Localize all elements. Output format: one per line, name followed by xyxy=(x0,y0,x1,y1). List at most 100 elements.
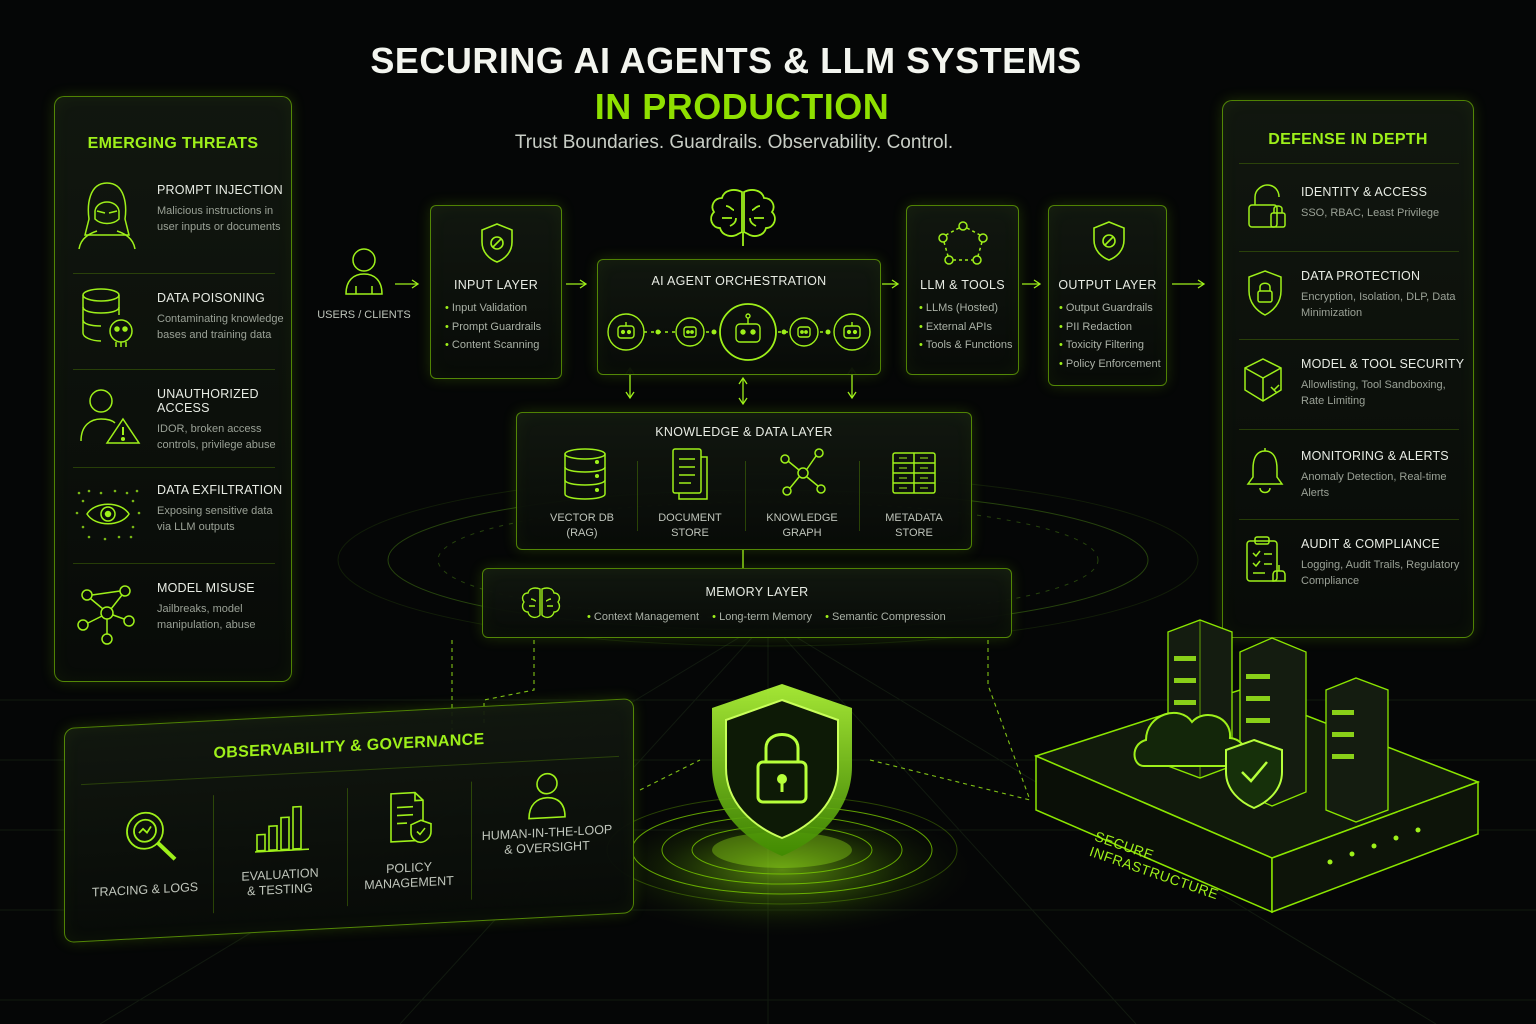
threat-name: DATA POISONING xyxy=(157,291,265,305)
threat-name: MODEL MISUSE xyxy=(157,581,255,595)
store-metadata: METADATA STORE xyxy=(859,447,969,547)
threat-description: IDOR, broken access controls, privilege … xyxy=(157,423,276,451)
network-graph-icon xyxy=(935,220,991,266)
defense-name: MODEL & TOOL SECURITY xyxy=(1301,357,1465,371)
store-label: VECTOR DB (RAG) xyxy=(550,512,614,539)
store-label: METADATA STORE xyxy=(885,512,943,539)
llm-tools-title: LLM & TOOLS xyxy=(920,278,1005,292)
bullet: Prompt Guardrails xyxy=(445,318,541,337)
defense-description: SSO, RBAC, Least Privilege xyxy=(1301,207,1440,219)
page-subtitle: Trust Boundaries. Guardrails. Observabil… xyxy=(514,132,954,153)
threat-description: Malicious instructions in user inputs or… xyxy=(157,205,281,233)
input-layer-bullets: Input Validation Prompt Guardrails Conte… xyxy=(445,299,541,355)
observability-governance-panel: OBSERVABILITY & GOVERNANCE TRACING & LOG… xyxy=(64,698,634,943)
agent-chain xyxy=(607,303,871,361)
input-layer-box: INPUT LAYER Input Validation Prompt Guar… xyxy=(430,205,562,379)
brain-icon xyxy=(708,186,778,248)
magnifier-icon xyxy=(123,807,179,866)
llm-tools-box: LLM & TOOLS LLMs (Hosted) External APIs … xyxy=(906,205,1019,375)
users-clients-label: USERS / CLIENTS xyxy=(317,309,411,321)
store-label: KNOWLEDGE GRAPH xyxy=(766,512,838,539)
input-layer-title: INPUT LAYER xyxy=(453,278,539,292)
user-icon xyxy=(344,246,384,296)
threat-description: Jailbreaks, model manipulation, abuse xyxy=(157,603,256,631)
page-title-highlight: IN PRODUCTION xyxy=(594,86,890,127)
shield-check-icon xyxy=(1091,220,1127,262)
store-knowledge-graph: KNOWLEDGE GRAPH xyxy=(747,447,857,547)
database-icon xyxy=(563,447,607,501)
obs-item-tracing-logs: TRACING & LOGS xyxy=(79,791,211,928)
bullet: Input Validation xyxy=(445,299,541,318)
orchestration-box: AI AGENT ORCHESTRATION xyxy=(597,259,881,375)
memory-layer: MEMORY LAYER • Context Management • Long… xyxy=(482,568,1012,638)
eye-leak-icon xyxy=(75,487,141,543)
knowledge-layer-title: KNOWLEDGE & DATA LAYER xyxy=(655,425,833,439)
padlock-icon xyxy=(1245,183,1289,231)
defense-name: MONITORING & ALERTS xyxy=(1301,449,1449,463)
page-title: SECURING AI AGENTS & LLM SYSTEMS xyxy=(370,40,1082,81)
threat-name: UNAUTHORIZED ACCESS xyxy=(157,387,259,415)
defense-name: DATA PROTECTION xyxy=(1301,269,1421,283)
user-warning-icon xyxy=(79,385,141,445)
emerging-threats-panel: EMERGING THREATS PROMPT INJECTION Malici… xyxy=(54,96,292,682)
obs-item-policy-management: POLICY MANAGEMENT xyxy=(349,778,469,914)
users-clients-node: USERS / CLIENTS xyxy=(317,244,411,324)
bullet: Tools & Functions xyxy=(919,336,1013,355)
memory-layer-title: MEMORY LAYER xyxy=(705,585,809,599)
defense-description: Logging, Audit Trails, Regulatory Compli… xyxy=(1301,559,1460,587)
defense-in-depth-panel: DEFENSE IN DEPTH IDENTITY & ACCESS SSO, … xyxy=(1222,100,1474,638)
output-layer-title: OUTPUT LAYER xyxy=(1058,278,1157,292)
output-layer-bullets: Output Guardrails PII Redaction Toxicity… xyxy=(1059,299,1161,373)
bell-icon xyxy=(1245,447,1285,495)
knowledge-data-layer: KNOWLEDGE & DATA LAYER VECTOR DB (RAG) D… xyxy=(516,412,972,550)
threat-name: DATA EXFILTRATION xyxy=(157,483,283,497)
database-skull-icon xyxy=(79,287,139,351)
defense-description: Encryption, Isolation, DLP, Data Minimiz… xyxy=(1301,291,1456,319)
table-grid-icon xyxy=(891,451,937,495)
bullet: Context Management xyxy=(593,611,700,623)
central-shield-lock-icon xyxy=(706,680,858,860)
emerging-threats-title: EMERGING THREATS xyxy=(87,135,259,152)
threat-description: Exposing sensitive data via LLM outputs xyxy=(157,505,273,533)
memory-bullets: • Context Management • Long-term Memory … xyxy=(587,611,946,623)
bullet: PII Redaction xyxy=(1059,318,1161,337)
knowledge-graph-icon xyxy=(779,447,827,497)
shield-lock-icon xyxy=(1245,269,1285,317)
bullet: Long-term Memory xyxy=(719,611,812,623)
bar-chart-icon xyxy=(253,800,311,853)
person-icon xyxy=(527,771,567,821)
obs-item-evaluation-testing: EVALUATION & TESTING xyxy=(215,784,345,921)
bullet: Output Guardrails xyxy=(1059,299,1161,318)
bullet: Toxicity Filtering xyxy=(1059,336,1161,355)
obs-item-human-in-the-loop: HUMAN-IN-THE-LOOP & OVERSIGHT xyxy=(471,762,623,900)
llm-tools-bullets: LLMs (Hosted) External APIs Tools & Func… xyxy=(919,299,1013,355)
store-vector-db: VECTOR DB (RAG) xyxy=(527,447,637,547)
hooded-attacker-icon xyxy=(75,179,139,251)
shield-icon xyxy=(479,222,515,264)
bullet: Content Scanning xyxy=(445,336,541,355)
cube-icon xyxy=(1243,357,1287,405)
brain-icon xyxy=(521,585,561,623)
defense-in-depth-title: DEFENSE IN DEPTH xyxy=(1268,131,1428,148)
robot-icon xyxy=(607,313,645,351)
bullet: Policy Enforcement xyxy=(1059,355,1161,374)
output-layer-box: OUTPUT LAYER Output Guardrails PII Redac… xyxy=(1048,205,1167,386)
defense-description: Allowlisting, Tool Sandboxing, Rate Limi… xyxy=(1301,379,1446,407)
network-nodes-icon xyxy=(77,581,139,645)
store-document: DOCUMENT STORE xyxy=(637,447,743,547)
bullet: Semantic Compression xyxy=(831,611,946,623)
threat-description: Contaminating knowledge bases and traini… xyxy=(157,313,284,341)
clipboard-icon xyxy=(1245,535,1287,585)
policy-document-icon xyxy=(387,790,435,847)
bullet: LLMs (Hosted) xyxy=(919,299,1013,318)
orchestration-title: AI AGENT ORCHESTRATION xyxy=(651,274,827,288)
document-icon xyxy=(671,447,711,501)
threat-name: PROMPT INJECTION xyxy=(157,183,283,197)
defense-name: AUDIT & COMPLIANCE xyxy=(1301,537,1440,551)
store-label: DOCUMENT STORE xyxy=(658,512,722,539)
defense-name: IDENTITY & ACCESS xyxy=(1301,185,1428,199)
defense-description: Anomaly Detection, Real-time Alerts xyxy=(1301,471,1447,499)
bullet: External APIs xyxy=(919,318,1013,337)
